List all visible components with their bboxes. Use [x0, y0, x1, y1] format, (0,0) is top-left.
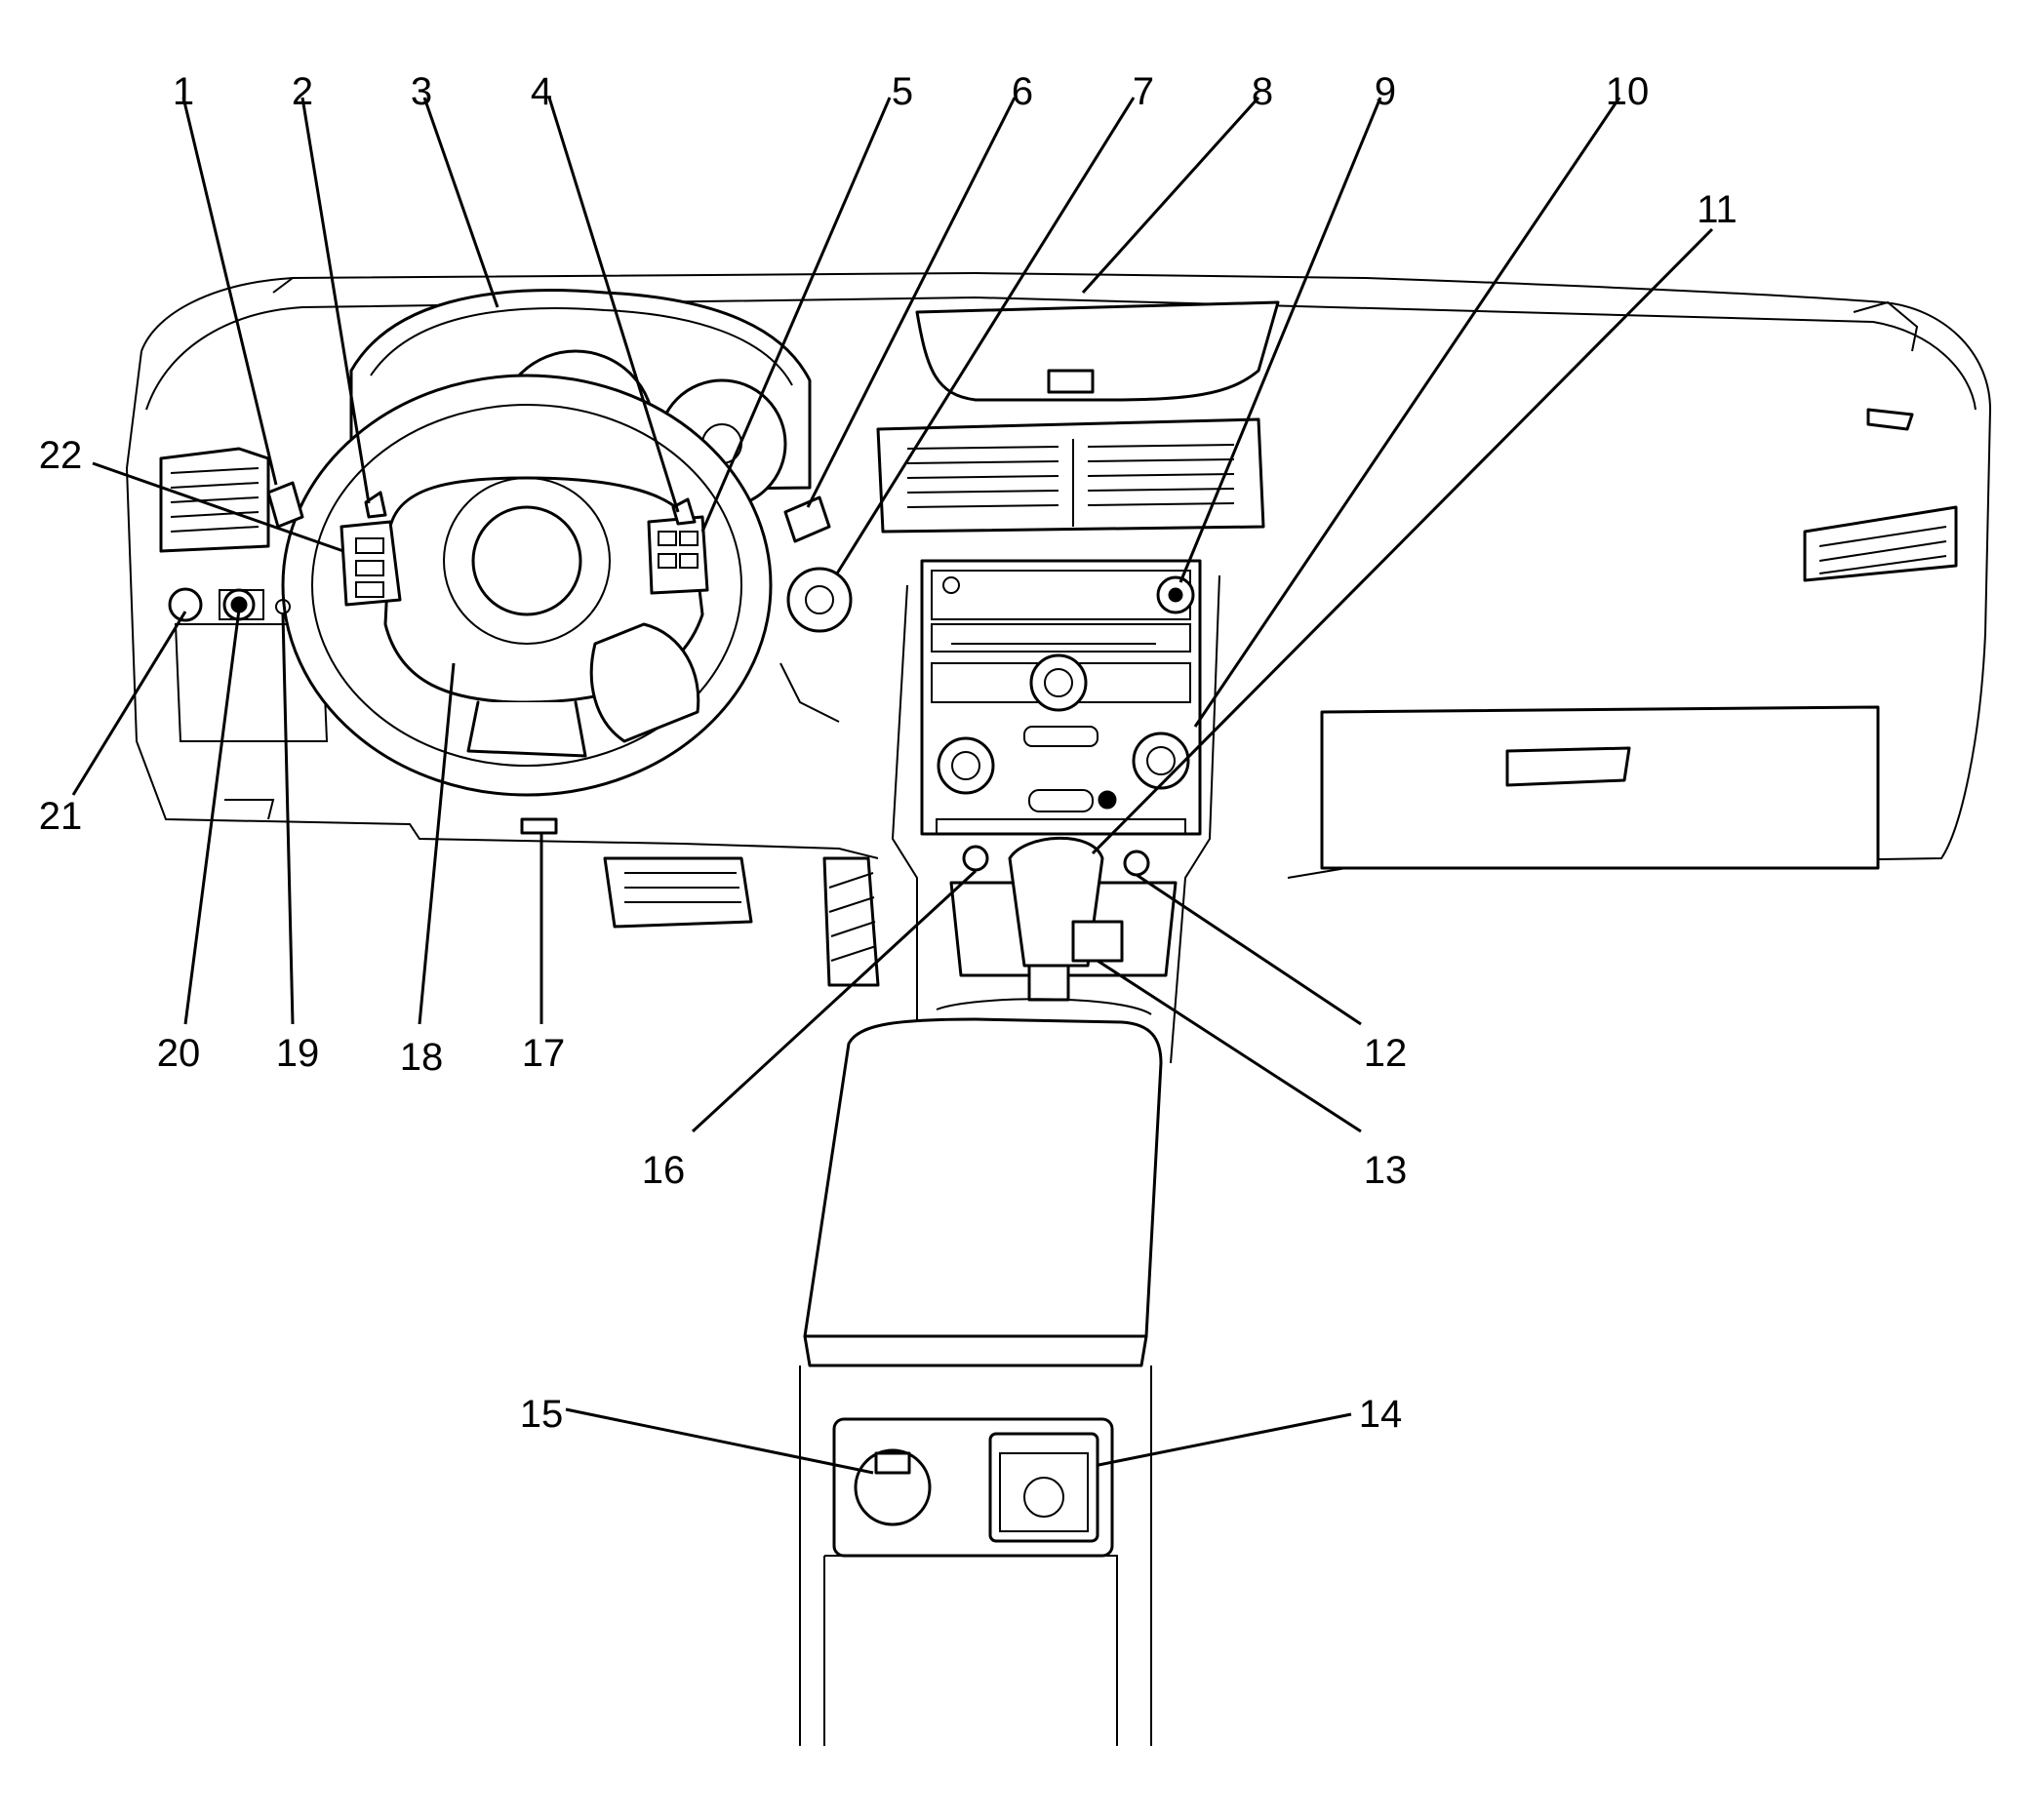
leader-7	[835, 97, 1136, 574]
callout-13: 13	[1364, 1149, 1408, 1192]
instrument-panel-artwork	[125, 271, 1992, 1746]
callout-20: 20	[157, 1032, 201, 1075]
callout-8: 8	[1252, 70, 1273, 113]
callout-21: 21	[39, 795, 83, 838]
leader-lines	[71, 96, 1714, 1475]
callout-17: 17	[522, 1032, 566, 1075]
leader-16	[691, 869, 978, 1133]
callout-12: 12	[1364, 1032, 1408, 1075]
callout-15: 15	[520, 1393, 564, 1436]
callout-4: 4	[531, 70, 552, 113]
leader-5	[700, 97, 892, 533]
leader-20	[183, 609, 241, 1025]
callout-7: 7	[1133, 70, 1154, 113]
callout-16: 16	[642, 1149, 686, 1192]
callout-14: 14	[1359, 1393, 1403, 1436]
leader-4	[547, 97, 680, 513]
callout-9: 9	[1375, 70, 1396, 113]
leader-3	[422, 97, 499, 308]
callout-3: 3	[411, 70, 432, 113]
leader-2	[300, 97, 371, 504]
leader-18	[418, 662, 456, 1025]
leader-8	[1081, 96, 1260, 295]
callout-22: 22	[39, 434, 83, 477]
callout-11: 11	[1697, 188, 1737, 231]
leader-9	[1178, 97, 1382, 583]
leader-19	[281, 613, 295, 1025]
leader-11	[1091, 227, 1714, 855]
leader-12	[1136, 873, 1362, 1026]
callout-10: 10	[1606, 70, 1650, 113]
leader-1	[181, 97, 278, 486]
leader-13	[1097, 959, 1362, 1133]
leader-21	[71, 611, 187, 796]
callout-labels: 1 2 3 4 5 6 7 8 9 10 11 12 13 14 15 16 1…	[39, 70, 1737, 1436]
callout-2: 2	[292, 70, 313, 113]
leader-6	[806, 97, 1017, 508]
leader-14	[1098, 1412, 1352, 1467]
callout-6: 6	[1012, 70, 1033, 113]
callout-19: 19	[276, 1032, 320, 1075]
callout-5: 5	[892, 70, 913, 113]
callout-18: 18	[400, 1036, 444, 1079]
leader-15	[565, 1407, 874, 1475]
callout-1: 1	[173, 70, 194, 113]
leader-22	[92, 461, 344, 553]
leader-10	[1193, 97, 1621, 728]
